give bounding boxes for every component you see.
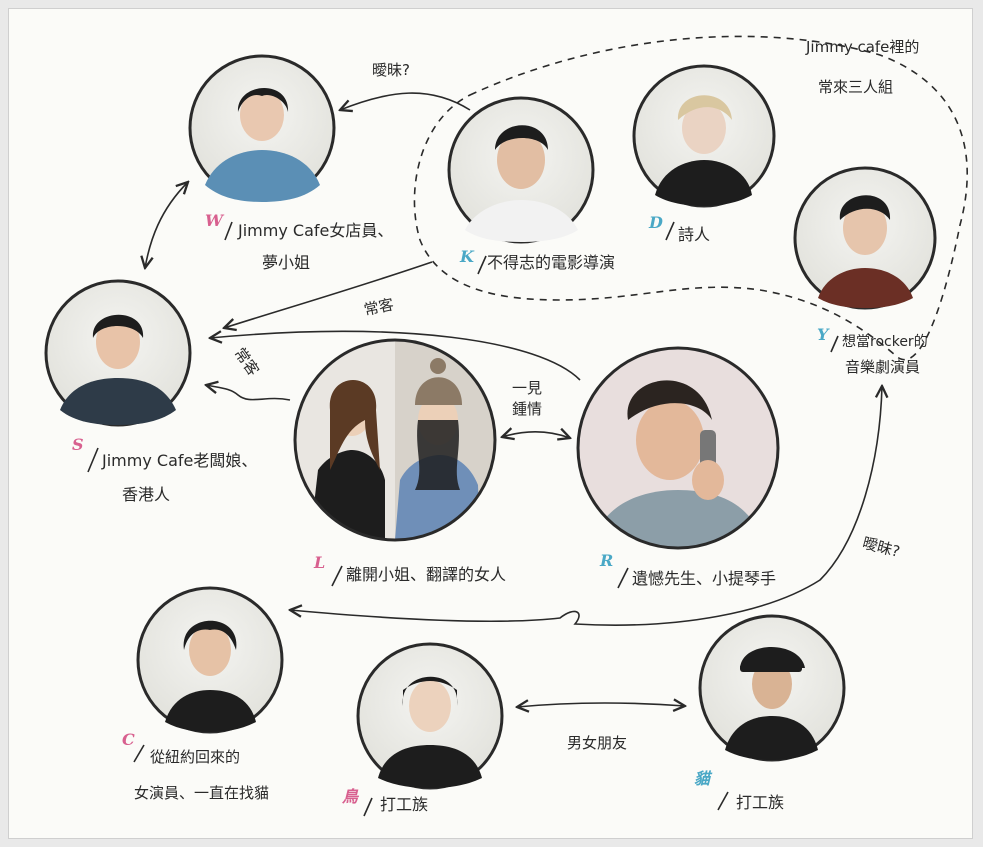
person-k-desc-1: 不得志的電影導演: [487, 253, 615, 272]
portrait-l: [293, 338, 497, 542]
portrait-bird: [356, 642, 504, 790]
arrow-r-to-s: [210, 331, 581, 381]
person-r-desc-1: 遺憾先生、小提琴手: [632, 569, 776, 588]
person-r-slash: [617, 567, 629, 589]
person-c-desc-1: 從紐約回來的: [150, 748, 240, 766]
arrow-k-to-s: [224, 261, 433, 328]
portrait-y: [793, 166, 937, 310]
relation-label-r-y: 曖昧?: [861, 534, 902, 561]
person-d-slash: [665, 221, 675, 241]
person-r-initial: R: [599, 551, 613, 570]
person-w-slash: [224, 221, 233, 241]
relation-label-l-r-1: 一見: [512, 379, 542, 397]
person-k-slash: [477, 255, 487, 275]
arrow-l-r-double: [502, 432, 570, 438]
person-cat-initial: 貓: [694, 769, 713, 788]
person-y-initial: Y: [817, 325, 830, 344]
portrait-cat: [698, 614, 846, 762]
person-s-initial: S: [72, 435, 84, 454]
relation-label-l-s: 常客: [231, 344, 263, 379]
person-bird-slash: [363, 797, 373, 817]
person-bird-desc-1: 打工族: [380, 795, 428, 814]
person-s-slash: [87, 447, 99, 473]
person-l-desc-1: 離開小姐、翻譯的女人: [346, 565, 506, 584]
portrait-c: [136, 586, 284, 734]
person-d-initial: D: [648, 213, 663, 232]
person-l-initial: L: [313, 553, 325, 572]
arrow-k-to-w: [340, 92, 471, 110]
portrait-k: [447, 96, 595, 244]
relation-label-k-w: 曖昧?: [372, 61, 410, 79]
relation-label-bird-cat: 男女朋友: [567, 734, 627, 752]
person-c-slash: [133, 744, 145, 763]
portrait-w: [188, 54, 336, 202]
portrait-d: [632, 64, 776, 208]
person-c-initial: C: [122, 730, 135, 749]
person-s-desc-1: Jimmy Cafe老闆娘、: [101, 451, 257, 470]
person-y-slash: [830, 335, 839, 353]
person-cat-desc-1: 打工族: [736, 793, 784, 812]
person-l-slash: [331, 565, 343, 587]
arrow-w-s-double: [145, 182, 188, 268]
person-k-initial: K: [459, 247, 475, 266]
arrow-c-to-y: [290, 386, 882, 626]
person-w-desc-2: 夢小姐: [262, 253, 310, 272]
person-c-desc-2: 女演員、一直在找貓: [134, 784, 269, 802]
arrow-bird-cat-double: [517, 703, 685, 707]
person-bird-initial: 鳥: [342, 787, 360, 806]
person-y-desc-1: 想當rocker的: [842, 334, 928, 350]
person-w-desc-1: Jimmy Cafe女店員、: [237, 221, 393, 240]
person-w-initial: W: [205, 211, 225, 230]
group-note-line2: 常來三人組: [818, 78, 893, 96]
person-s-desc-2: 香港人: [122, 485, 170, 504]
arrow-l-to-s: [206, 385, 291, 401]
group-note-line1: Jimmy cafe裡的: [805, 38, 919, 56]
person-y-desc-2: 音樂劇演員: [845, 358, 920, 376]
portrait-s: [44, 279, 192, 427]
portrait-r: [576, 346, 780, 550]
relation-label-k-s: 常客: [362, 295, 395, 319]
person-cat-slash: [717, 791, 729, 811]
relation-label-l-r-2: 鍾情: [512, 400, 542, 418]
person-d-desc-1: 詩人: [678, 225, 710, 244]
